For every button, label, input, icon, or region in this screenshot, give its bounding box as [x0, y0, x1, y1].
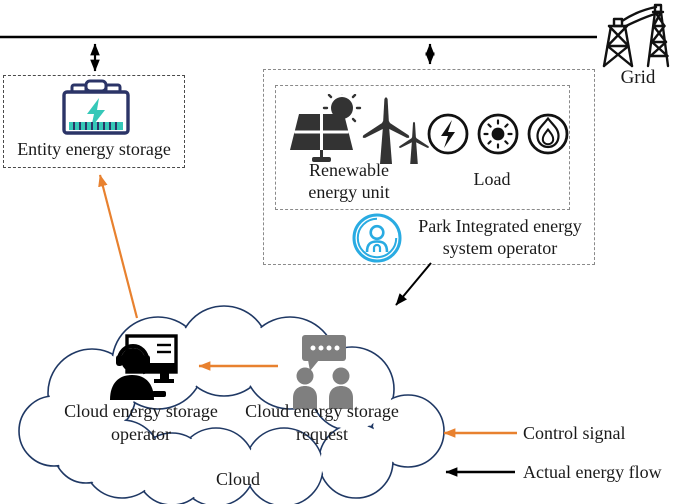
operator-headset-monitor-icon	[110, 334, 178, 400]
park-operator-label: Park Integrated energy system operator	[400, 215, 600, 259]
renewable-unit-label-line1: Renewable	[309, 160, 389, 180]
solar-panel-sun-icon	[290, 94, 429, 164]
cloud-operator-label-line1: Cloud energy storage	[64, 401, 218, 421]
renewable-unit-label: Renewable energy unit	[269, 159, 429, 203]
entity-storage-label-text: Entity energy storage	[17, 139, 171, 159]
cloud-label-text: Cloud	[215, 469, 260, 489]
heat-load-icon	[527, 113, 569, 155]
load-icons	[427, 113, 569, 155]
park-operator-label-line2: system operator	[442, 238, 558, 258]
cloud-operator-label-line2: operator	[111, 424, 171, 444]
grid-label-text: Grid	[620, 67, 656, 88]
entity-energy-storage-box	[3, 75, 185, 168]
battery-icon	[62, 79, 130, 135]
electric-load-icon	[427, 113, 469, 155]
light-load-icon	[477, 113, 519, 155]
wind-turbine-glyph	[362, 97, 429, 164]
solar-panel-glyph	[290, 114, 353, 162]
cloud-label: Cloud	[178, 468, 298, 490]
load-label: Load	[432, 168, 552, 190]
cloud-operator-label: Cloud energy storage operator	[46, 400, 236, 446]
transmission-towers-icon	[602, 3, 670, 68]
entity-storage-label: Entity energy storage	[3, 138, 185, 160]
park-operator-badge-icon	[352, 213, 402, 263]
cloud-to-storage-control-arrow	[98, 174, 139, 319]
legend-energy-flow-label: Actual energy flow	[523, 461, 685, 483]
people-speech-bubble-icon	[293, 335, 353, 409]
cloud-request-label: Cloud energy storage request	[227, 400, 417, 446]
cloud-request-label-line1: Cloud energy storage	[245, 401, 399, 421]
renewable-unit-label-line2: energy unit	[308, 182, 390, 202]
cloud-request-label-line2: request	[296, 424, 348, 444]
park-to-cloud-arrow	[395, 262, 432, 306]
legend-control-signal-label: Control signal	[523, 422, 683, 444]
generation-load-box	[275, 85, 570, 210]
park-operator-label-line1: Park Integrated energy	[418, 216, 582, 236]
legend-energy-flow-text: Actual energy flow	[523, 462, 662, 482]
legend-control-signal-text: Control signal	[523, 423, 626, 443]
load-label-text: Load	[473, 169, 511, 189]
grid-label: Grid	[598, 67, 678, 89]
